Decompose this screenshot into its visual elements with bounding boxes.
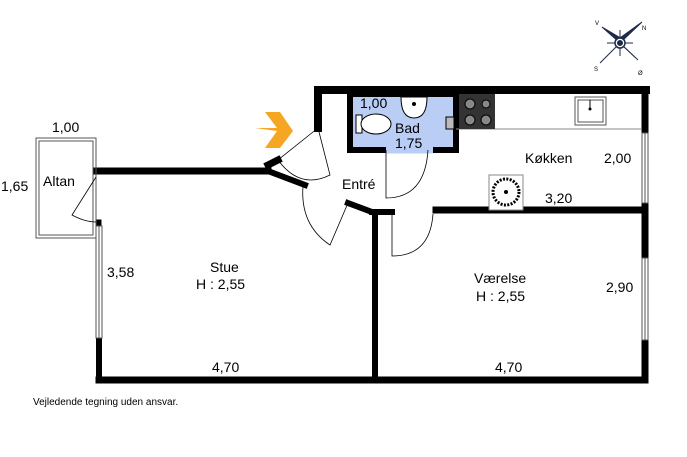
room-bad: Bad	[395, 120, 420, 136]
room-kokken: Køkken	[525, 150, 572, 166]
walls	[93, 86, 650, 384]
washbasin-icon	[400, 96, 428, 119]
compass-north: N	[642, 26, 646, 32]
bath-fixtures	[355, 96, 455, 135]
stue-depth: 3,58	[107, 264, 134, 280]
altan-width: 1,00	[52, 119, 79, 135]
balcony	[35, 137, 97, 239]
kokken-length: 3,20	[545, 190, 572, 206]
compass-labels: V N S Ø	[594, 21, 646, 77]
compass-icon	[599, 21, 643, 64]
windows	[95, 132, 649, 341]
vaerelse-width: 4,70	[495, 359, 522, 375]
room-vaerelse: Værelse	[474, 270, 526, 286]
stue-width: 4,70	[212, 359, 239, 375]
kokken-width: 2,00	[604, 150, 631, 166]
bad-width: 1,00	[360, 95, 387, 111]
kitchen-counter	[456, 94, 642, 211]
vaerelse-height: H : 2,55	[476, 288, 525, 304]
doors	[71, 127, 434, 257]
room-altan: Altan	[43, 173, 75, 189]
stue-height: H : 2,55	[196, 276, 245, 292]
compass-south: S	[594, 67, 598, 73]
footer-disclaimer: Vejledende tegning uden ansvar.	[33, 397, 179, 408]
toilet-icon	[355, 114, 363, 134]
compass-west: V	[595, 21, 599, 27]
entrance-arrow-icon	[255, 112, 293, 148]
vaerelse-depth: 2,90	[606, 279, 633, 295]
altan-depth: 1,65	[1, 178, 28, 194]
bad-length: 1,75	[395, 135, 422, 151]
compass-east: Ø	[638, 71, 643, 77]
room-stue: Stue	[210, 259, 239, 275]
room-entre: Entré	[342, 176, 376, 192]
